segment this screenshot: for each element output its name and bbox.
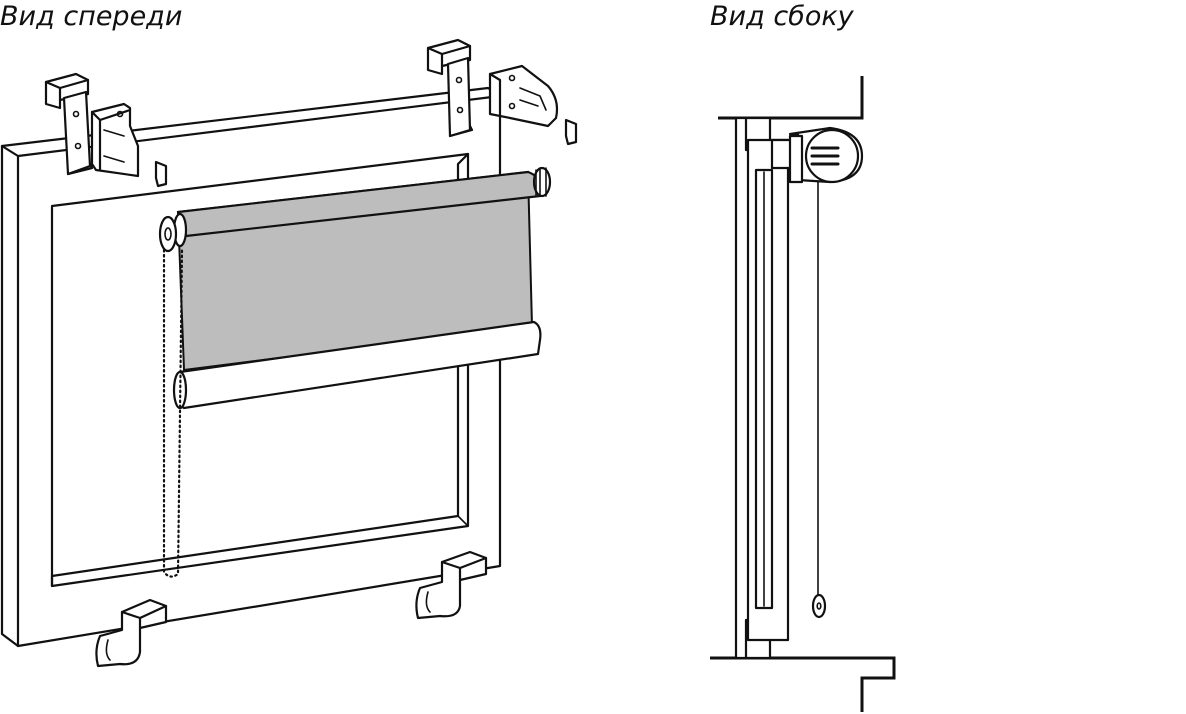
roller-left-cap bbox=[158, 212, 188, 253]
front-view bbox=[0, 38, 578, 668]
wall-top bbox=[718, 76, 864, 120]
side-view-caption: Вид сбоку bbox=[710, 1, 854, 32]
window-profile-side bbox=[734, 116, 794, 660]
roller-blind bbox=[158, 166, 552, 578]
side-view bbox=[710, 76, 896, 712]
wall-bottom bbox=[710, 656, 896, 712]
bottom-left-clip bbox=[95, 598, 168, 668]
front-view-caption: Вид спереди bbox=[0, 1, 183, 32]
top-left-bracket bbox=[90, 102, 168, 188]
top-right-bracket bbox=[488, 64, 578, 146]
bead-chain bbox=[162, 248, 184, 578]
side-roller-bracket bbox=[788, 126, 864, 184]
top-right-clip bbox=[426, 38, 474, 138]
top-left-clip bbox=[44, 72, 94, 176]
side-chain bbox=[811, 181, 827, 619]
roller-right-cap bbox=[532, 166, 552, 198]
bottom-right-clip bbox=[415, 550, 488, 620]
